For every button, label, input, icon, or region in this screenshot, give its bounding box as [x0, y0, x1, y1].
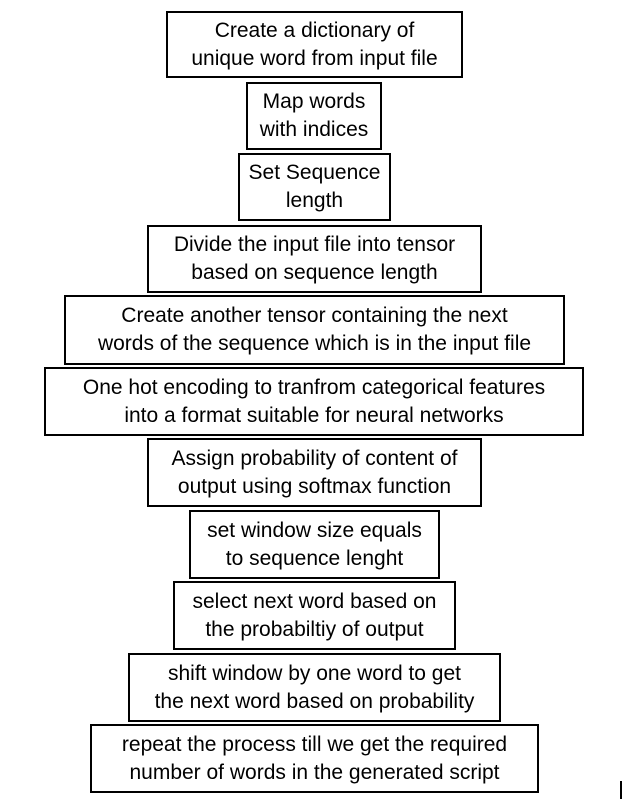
step-divide-input-file: Divide the input file into tensor based … — [147, 225, 482, 293]
step-text-line: shift window by one word to get — [168, 661, 461, 685]
step-one-hot-encoding: One hot encoding to tranfrom categorical… — [44, 367, 584, 436]
step-text-line: number of words in the generated script — [129, 760, 500, 784]
step-text-line: length — [285, 189, 344, 212]
step-text-line: select next word based on — [192, 589, 437, 613]
step-create-target-tensor: Create another tensor containing the nex… — [64, 295, 565, 365]
step-text-line: unique word from input file — [191, 46, 438, 70]
step-set-sequence-length: Set Sequence length — [238, 153, 391, 221]
step-text-line: into a format suitable for neural networ… — [124, 403, 504, 427]
step-text-line: Create a dictionary of — [214, 18, 415, 42]
step-text-line: to sequence lenght — [225, 546, 404, 570]
step-text-line: words of the sequence which is in the in… — [97, 332, 532, 355]
step-text-line: Map words — [262, 90, 366, 113]
step-text-line: the next word based on probability — [154, 689, 475, 713]
step-set-window-size: set window size equals to sequence lengh… — [189, 510, 440, 579]
step-repeat-process: repeat the process till we get the requi… — [90, 724, 539, 793]
step-text-line: based on sequence length — [191, 261, 438, 284]
step-softmax-probability: Assign probability of content of output … — [147, 438, 482, 507]
step-text-line: Create another tensor containing the nex… — [121, 304, 508, 327]
step-text-line: Divide the input file into tensor — [173, 233, 456, 256]
step-select-next-word: select next word based on the probabilti… — [173, 581, 456, 650]
step-text-line: set window size equals — [207, 518, 422, 542]
step-text-line: with indices — [259, 118, 369, 141]
step-text-line: One hot encoding to tranfrom categorical… — [82, 375, 546, 399]
step-map-words: Map words with indices — [246, 82, 382, 150]
step-text-line: Set Sequence — [248, 161, 381, 184]
step-text-line: the probabiltiy of output — [205, 617, 424, 641]
edge-divider-mark — [620, 781, 622, 799]
step-create-dictionary: Create a dictionary of unique word from … — [166, 11, 463, 78]
step-shift-window: shift window by one word to get the next… — [128, 653, 501, 722]
step-text-line: output using softmax function — [177, 474, 452, 498]
step-text-line: repeat the process till we get the requi… — [121, 732, 508, 756]
step-text-line: Assign probability of content of — [171, 446, 458, 470]
